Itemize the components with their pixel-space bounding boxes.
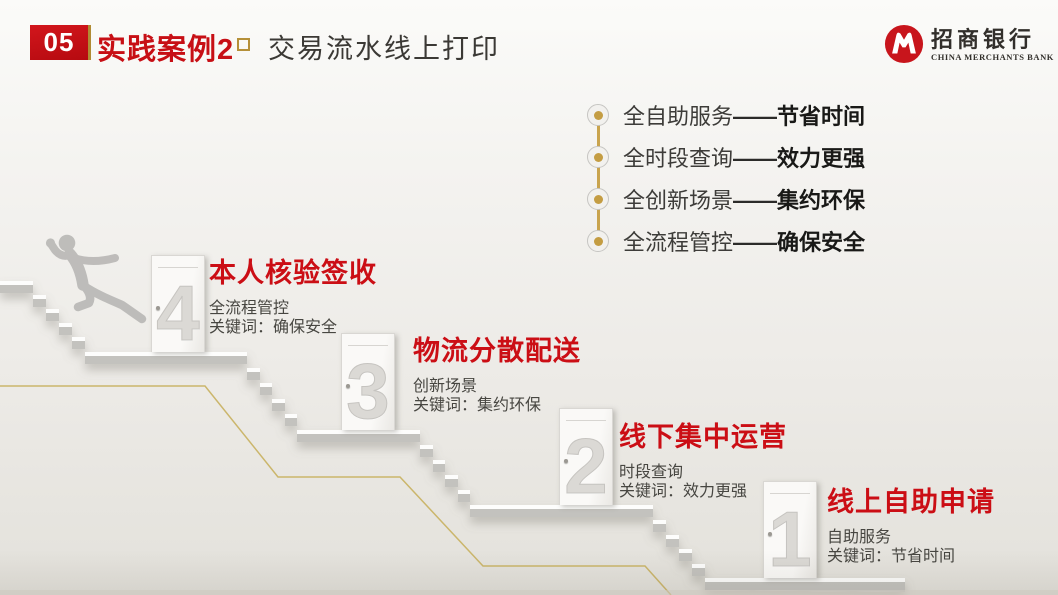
caption-line: 创新场景 [413,378,478,395]
door-step-3: 3 [341,333,395,436]
case-label: 实践案例2 [97,34,235,66]
caption-line: 关键词：确保安全 [209,319,338,336]
timeline-dot-icon [587,230,609,252]
caption-line: 自助服务 [827,529,892,546]
caption-line: 关键词：效力更强 [619,483,748,500]
caption-title: 线下集中运营 [619,422,787,452]
caption-title: 线上自助申请 [827,487,995,517]
door-knob-icon [346,383,350,388]
feature-text: 全自助服务——节省时间 [623,104,866,129]
caption-line: 关键词：节省时间 [827,548,956,565]
caption-title: 本人核验签收 [209,258,377,288]
step-caption-2: 线下集中运营 时段查询 关键词：效力更强 [619,415,787,501]
stair-band-face [0,285,905,592]
feature-list: 全自助服务——节省时间 全时段查询——效力更强 全创新场景——集约环保 全流程管… [587,94,865,262]
cmb-logo-icon [884,24,924,64]
caption-title: 物流分散配送 [413,336,581,366]
door-number: 4 [156,269,200,358]
list-item: 全自助服务——节省时间 [587,94,865,136]
door-step-1: 1 [763,481,817,584]
slide-number-badge: 05 [30,25,91,60]
bank-logo: 招商银行 CHINA MERCHANTS BANK [884,24,1054,64]
bank-name-en: CHINA MERCHANTS BANK [931,51,1054,62]
feature-text: 全流程管控——确保安全 [623,230,866,255]
feature-text: 全创新场景——集约环保 [623,188,866,213]
door-step-2: 2 [559,408,613,511]
page-title: 交易流水线上打印 [268,34,500,64]
square-bullet-icon [237,38,250,51]
bank-name-cn: 招商银行 [931,26,1036,52]
feature-text: 全时段查询——效力更强 [623,146,866,171]
door-knob-icon [564,458,568,463]
door-step-4: 4 [151,255,205,358]
door-knob-icon [156,305,160,310]
door-number: 2 [564,422,608,511]
slide-bottom-edge [0,590,1058,595]
list-item: 全时段查询——效力更强 [587,136,865,178]
timeline-dot-icon [587,146,609,168]
runner-silhouette-icon [45,234,147,324]
timeline-dot-icon [587,188,609,210]
timeline-dot-icon [587,104,609,126]
caption-line: 关键词：集约环保 [413,397,542,414]
step-caption-3: 物流分散配送 创新场景 关键词：集约环保 [413,329,581,415]
step-caption-1: 线上自助申请 自助服务 关键词：节省时间 [827,480,995,566]
list-item: 全创新场景——集约环保 [587,178,865,220]
caption-line: 时段查询 [619,464,684,481]
door-number: 3 [346,347,390,436]
timeline-connector [596,115,600,241]
list-item: 全流程管控——确保安全 [587,220,865,262]
door-knob-icon [768,531,772,536]
step-caption-4: 本人核验签收 全流程管控 关键词：确保安全 [209,251,377,337]
caption-line: 全流程管控 [209,300,290,317]
door-number: 1 [768,495,812,584]
floor-outline [0,385,672,595]
